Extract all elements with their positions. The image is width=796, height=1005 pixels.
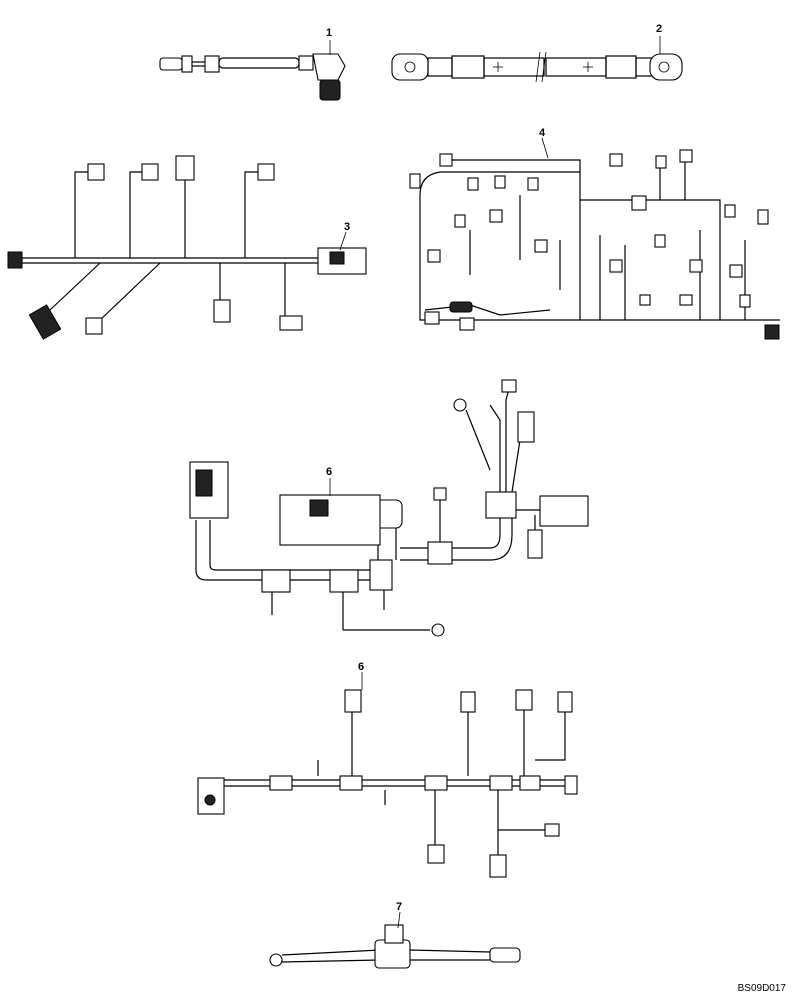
document-id: BS09D017 [737,983,786,994]
cable-7 [269,911,521,969]
callout-2: 2 [656,23,663,35]
harness-4 [409,137,780,340]
callout-6-lower: 6 [358,661,365,673]
harness-6b [197,672,578,878]
harness-1 [159,40,346,101]
callout-4: 4 [539,127,546,139]
callout-3: 3 [344,221,351,233]
harness-6a [189,379,589,637]
callout-1: 1 [326,27,333,39]
callout-6-middle: 6 [326,466,333,478]
harness-3 [7,155,367,340]
callout-7: 7 [396,901,403,913]
cable-2 [391,36,683,83]
